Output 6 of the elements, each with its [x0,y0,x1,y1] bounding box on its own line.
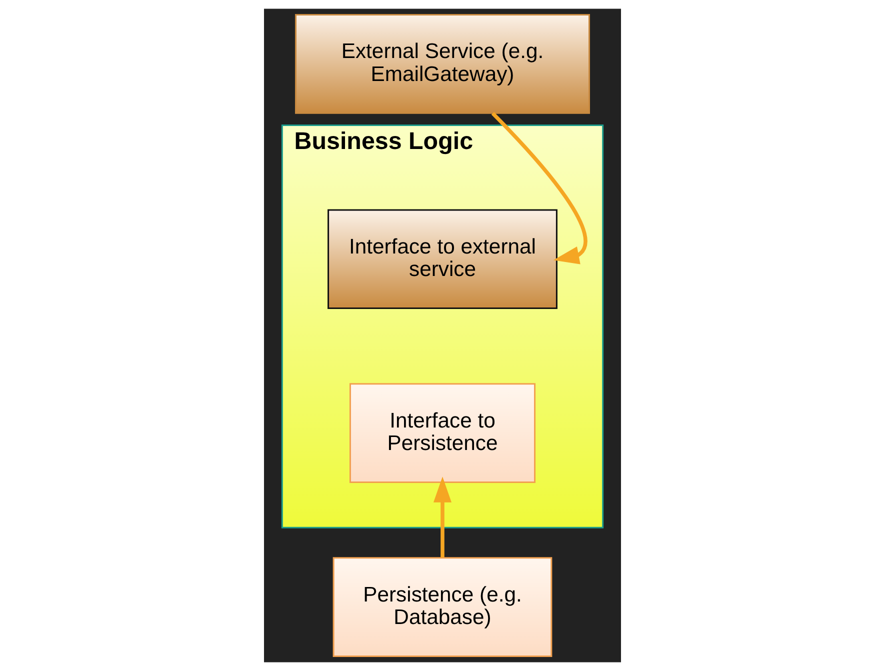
node-box: Interface to Persistence [349,383,536,483]
node-box: Persistence (e.g. Database) [332,557,552,657]
arrow [491,112,588,264]
arrow [433,476,452,558]
node-box: Interface to external service [328,209,558,310]
node-box: External Service (e.g. EmailGateway) [295,14,590,114]
